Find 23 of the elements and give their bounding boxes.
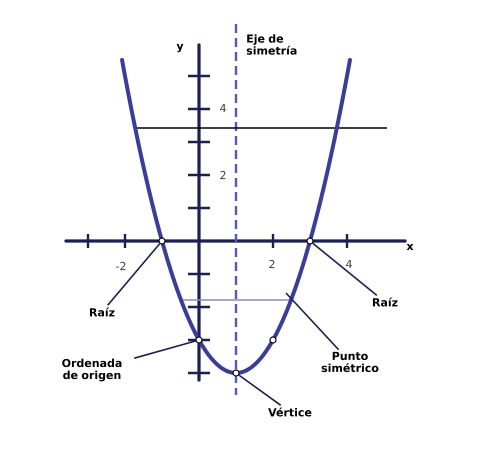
point-marker — [269, 336, 277, 344]
leader-line — [312, 242, 378, 296]
callout-label: Ordenada de origen — [62, 358, 122, 382]
tick-label: 4 — [346, 260, 352, 268]
point-marker — [232, 369, 240, 377]
callout-label: Raíz — [372, 298, 398, 306]
leader-line — [238, 374, 282, 406]
point-marker — [158, 237, 166, 245]
point-marker — [195, 336, 203, 344]
tick-label: 4 — [220, 104, 226, 112]
axis-label: Eje de simetría — [246, 34, 296, 55]
callout-label: Raíz — [90, 308, 114, 316]
callout-label: Punto simétrico — [322, 352, 378, 372]
leader-line — [134, 340, 196, 359]
leader-line — [285, 292, 340, 350]
leader-line — [107, 243, 160, 306]
tick-label: -2 — [116, 262, 126, 270]
tick-label: 2 — [269, 260, 274, 268]
callout-label: Vértice — [268, 408, 312, 416]
tick-label: 2 — [220, 170, 226, 180]
axis-label: x — [406, 244, 414, 250]
axis-label: y — [176, 44, 184, 52]
point-marker — [306, 237, 314, 245]
